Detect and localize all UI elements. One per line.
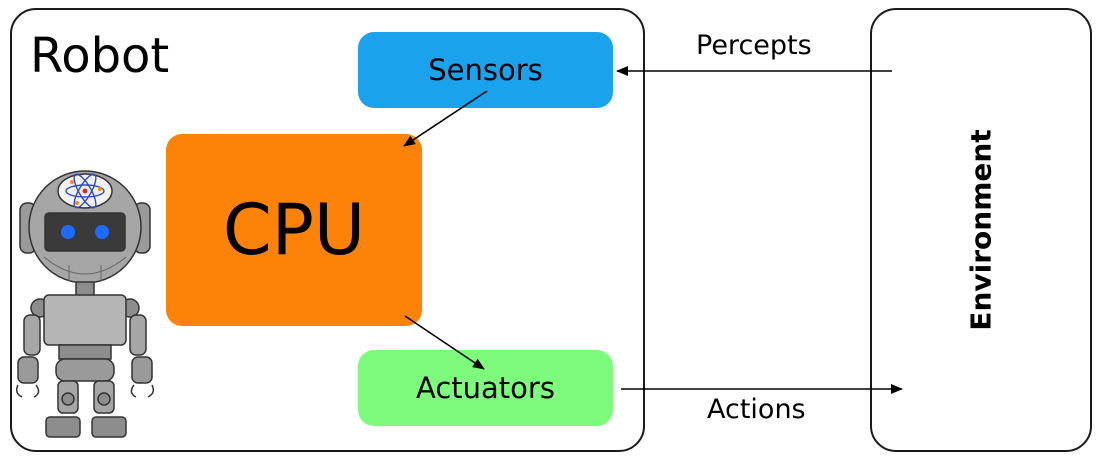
environment-label: Environment bbox=[964, 129, 998, 331]
robot-icon bbox=[15, 170, 155, 438]
sensors-node: Sensors bbox=[358, 32, 613, 108]
robot-title: Robot bbox=[30, 28, 170, 84]
actuators-node: Actuators bbox=[358, 350, 613, 426]
cpu-label: CPU bbox=[222, 189, 366, 271]
robot-right-eye bbox=[95, 225, 109, 239]
actions-label: Actions bbox=[707, 394, 806, 425]
atom-icon bbox=[65, 173, 105, 209]
sensors-label: Sensors bbox=[428, 53, 543, 87]
environment-container bbox=[870, 8, 1092, 452]
robot-left-eye bbox=[61, 225, 75, 239]
percepts-label: Percepts bbox=[696, 30, 812, 61]
actuators-label: Actuators bbox=[416, 371, 555, 405]
cpu-node: CPU bbox=[166, 134, 422, 326]
